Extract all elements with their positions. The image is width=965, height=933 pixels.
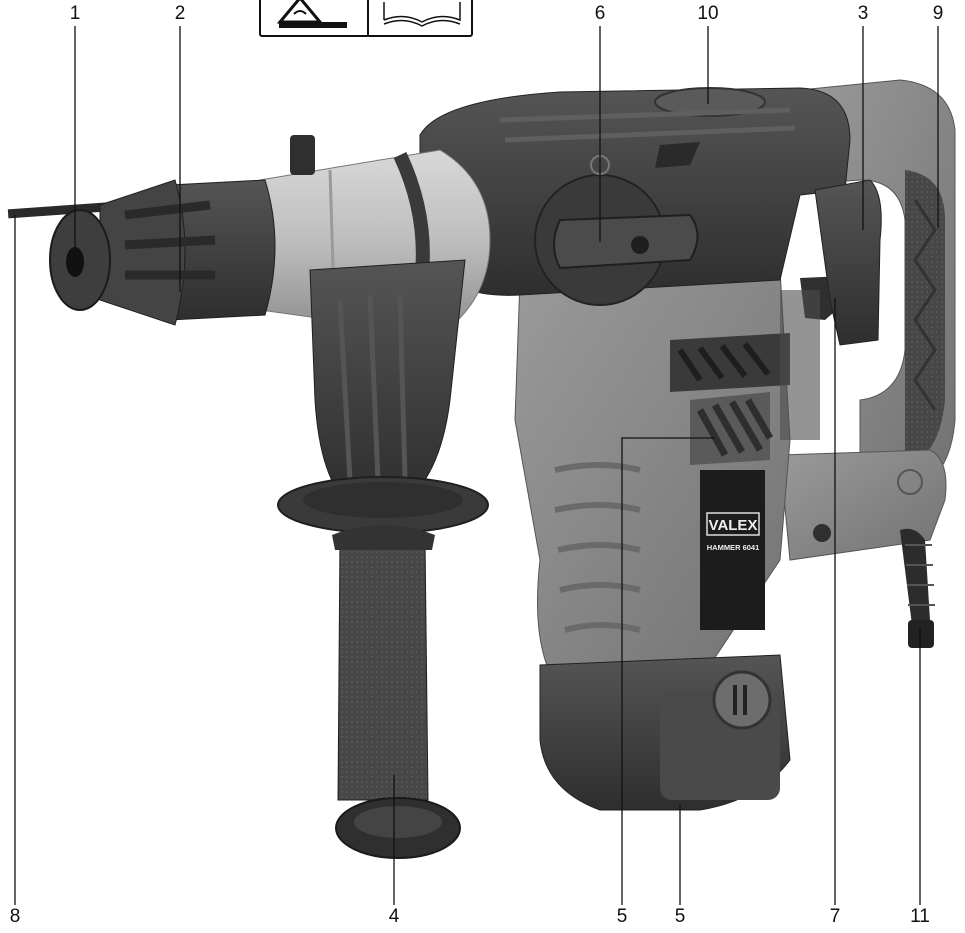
vent-grille xyxy=(670,333,790,465)
callout-6: 6 xyxy=(594,3,606,24)
power-cord xyxy=(900,528,935,648)
callout-5b: 5 xyxy=(674,906,686,927)
warning-label xyxy=(259,0,473,37)
callout-9: 9 xyxy=(932,3,944,24)
callout-11: 11 xyxy=(910,906,930,927)
chuck xyxy=(49,179,276,326)
callout-5a: 5 xyxy=(616,906,628,927)
callout-10: 10 xyxy=(697,3,719,24)
callout-3: 3 xyxy=(857,3,869,24)
leader-line-5a xyxy=(621,437,715,905)
safety-goggles-icon xyxy=(276,0,347,28)
lock-button xyxy=(780,276,848,440)
callout-2: 2 xyxy=(174,3,186,24)
callout-7: 7 xyxy=(829,906,841,927)
callout-4: 4 xyxy=(388,906,400,927)
leader-lines xyxy=(14,26,939,905)
callout-1: 1 xyxy=(69,3,81,24)
main-handle-grip xyxy=(814,179,882,346)
brand-model: HAMMER 6041 xyxy=(707,543,760,552)
callout-8: 8 xyxy=(9,906,21,927)
brand-name: VALEX xyxy=(709,517,758,534)
brand-plate: VALEX HAMMER 6041 xyxy=(700,470,765,630)
motor-bottom-cap xyxy=(539,654,791,811)
auxiliary-handle xyxy=(277,259,489,859)
read-manual-icon xyxy=(383,2,461,27)
